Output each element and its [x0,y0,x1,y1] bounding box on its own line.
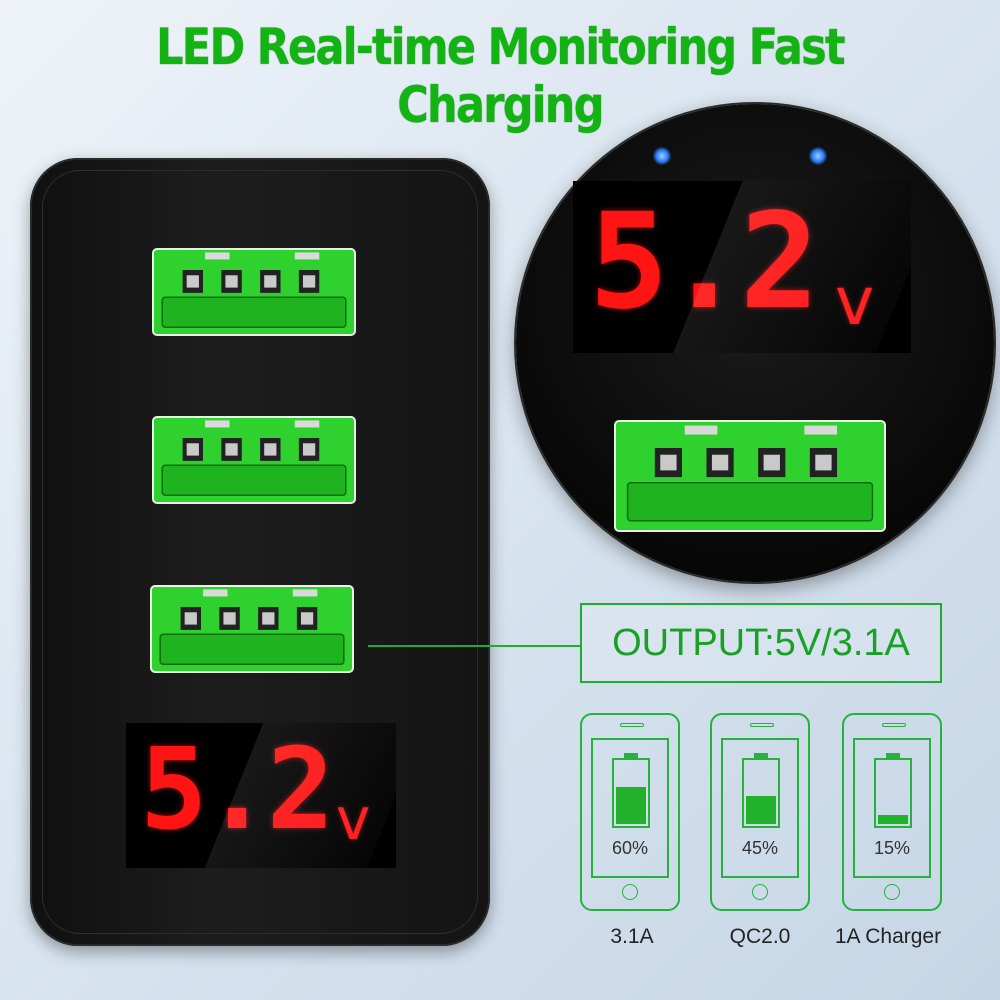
voltage-unit: v [336,785,371,853]
usb-port-1 [152,248,356,336]
blue-indicator-right [809,147,827,165]
charger-body: 5.2 v [30,158,490,946]
phone-speaker [882,723,906,727]
battery-icon [742,753,780,828]
phone-icon-1: 60% [580,713,680,911]
output-spec-box: OUTPUT:5V/3.1A [580,603,942,683]
phone-label-3: 1A Charger [834,925,942,948]
zoom-led-display: 5.2 v [573,181,911,353]
phone-speaker [750,723,774,727]
phone-speaker [620,723,644,727]
phone-screen: 45% [721,738,799,878]
battery-icon [874,753,912,828]
zoom-voltage-readout: 5.2 [589,185,819,339]
phone-home-button [752,884,768,900]
zoom-usb-port [614,420,886,532]
battery-fill [616,786,646,824]
zoom-detail-circle: 5.2 v [516,104,994,582]
usb-port-2 [152,416,356,504]
battery-fill [746,796,776,824]
battery-percent: 45% [741,838,779,858]
battery-percent: 60% [611,838,649,858]
battery-fill [878,814,908,824]
battery-percent: 15% [873,838,911,858]
phone-icon-2: 45% [710,713,810,911]
charger-led-display: 5.2 v [126,723,396,868]
phone-label-2: QC2.0 [729,925,791,948]
phone-icon-3: 15% [842,713,942,911]
callout-line [368,645,580,647]
headline: LED Real-time Monitoring Fast Charging [156,18,846,134]
blue-indicator-left [653,147,671,165]
phone-home-button [884,884,900,900]
phone-screen: 15% [853,738,931,878]
output-spec-text: OUTPUT:5V/3.1A [612,621,910,664]
zoom-voltage-unit: v [835,263,875,340]
phone-home-button [622,884,638,900]
voltage-readout: 5.2 [140,725,334,855]
phone-screen: 60% [591,738,669,878]
usb-port-3 [150,585,354,673]
phone-label-1: 3.1A [610,925,654,948]
battery-icon [612,753,650,828]
